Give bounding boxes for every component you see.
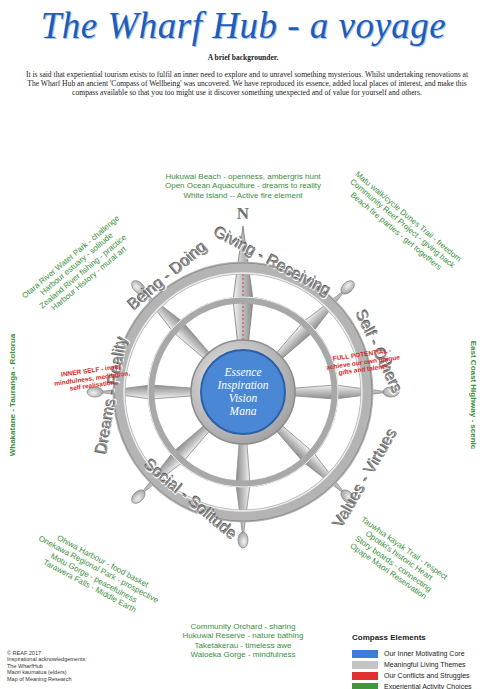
region-label-group: Whakatane - Tauranga - Rotorua [8, 295, 17, 495]
legend-text: Our Inner Motivating Core [384, 650, 465, 657]
circle-shape [201, 350, 285, 434]
activity-list: Hukuwai Reserve - nature bathing [128, 632, 358, 641]
legend-swatch [352, 672, 378, 680]
credit-note: © REAF 2017 [7, 650, 117, 656]
legend-heading-group: Compass Elements [352, 633, 472, 642]
credit-note: The WharfHub [7, 663, 117, 669]
region-label: East Coast Highway - scenic [468, 295, 477, 495]
activity-list: Taketakerau - timeless awe [128, 641, 358, 650]
backgrounder-text: It is said that experiential tourism exi… [21, 71, 473, 98]
backgrounder-text-group: It is said that experiential tourism exi… [21, 71, 473, 98]
activity-list: White Island -- Active fire element [113, 191, 373, 200]
activity-list-group: Ohiwa Harbour - food basketOnekawa Regio… [17, 520, 176, 628]
legend-swatch [352, 683, 378, 689]
activity-list: Story boards - connecting [329, 517, 457, 611]
theme-label-group: Social - Solitude [126, 445, 253, 556]
activity-list-group: Tauwhia kayak Trail - respectOpotiki's h… [324, 502, 469, 619]
theme-label: Social - Solitude [126, 445, 253, 556]
activity-list: Community Orchard - sharing [128, 622, 358, 631]
legend-text: Our Conflicts and Struggles [384, 672, 470, 679]
node-text-holder: Essence Inspiration Vision Mana [199, 348, 287, 436]
activity-list-group: Otara River Water Park - challengeHarbou… [8, 204, 151, 333]
page-title: The Wharf Hub - a voyage [0, 4, 487, 47]
credit-note: Maori kaumatua (elders) [7, 669, 117, 675]
wheel-rims [114, 263, 372, 521]
region-label: Whakatane - Tauranga - Rotorua [8, 295, 17, 495]
theme-label-group: Giving - Receiving [193, 214, 352, 310]
legend-swatch [352, 650, 378, 658]
legend-swatch [352, 661, 378, 669]
activity-list: Waioeka Gorge - mindfulness [128, 650, 358, 659]
core-circle: Essence Inspiration Vision Mana [199, 348, 287, 436]
legend-row: Our Conflicts and Struggles [352, 670, 470, 681]
backgrounder-heading-group: A brief backgrounder. [93, 54, 393, 63]
activity-list-group: Community Orchard - sharingHukuwai Reser… [128, 622, 358, 660]
theme-label: Giving - Receiving [193, 214, 352, 310]
legend-row: Experiential Activity Choices [352, 681, 472, 689]
activity-list: Opotiki's historic Heart [335, 509, 463, 603]
legend-heading: Compass Elements [352, 633, 472, 642]
activity-list: Harbour estuary - solitude [15, 211, 140, 318]
activity-list-group: Matu walk/cycle Dunes Trail - freedomCom… [330, 160, 475, 288]
credit-note: Map of Meaning Research [7, 676, 117, 682]
legend-text: Meaningful Living Themes [384, 661, 466, 668]
activity-list-group: Hukuwai Beach - openness, ambergris hunt… [113, 172, 373, 200]
legend-text: Experiential Activity Choices [384, 683, 472, 689]
backgrounder-heading: A brief backgrounder. [93, 54, 393, 63]
legend-row: Meaningful Living Themes [352, 659, 466, 670]
credit-note-group: © REAF 2017Inspirational acknowledgement… [7, 650, 117, 682]
north-mark-group: N [228, 204, 258, 224]
north-mark: N [228, 204, 258, 224]
activity-list: Matu walk/cycle Dunes Trail - freedom [342, 160, 474, 273]
activity-list: Beach fire parties - get togethers [330, 175, 462, 288]
activity-list: Open Ocean Aquaculture - dreams to reali… [113, 181, 373, 190]
core-text: Essence Inspiration Vision Mana [215, 366, 271, 419]
legend-row: Our Inner Motivating Core [352, 648, 465, 659]
activity-list: Community Reef Project - giving back [336, 167, 468, 280]
activity-list: Hukuwai Beach - openness, ambergris hunt [113, 172, 373, 181]
credit-note: Inspirational acknowledgements: [7, 656, 117, 662]
region-label-group: East Coast Highway - scenic [468, 295, 477, 495]
